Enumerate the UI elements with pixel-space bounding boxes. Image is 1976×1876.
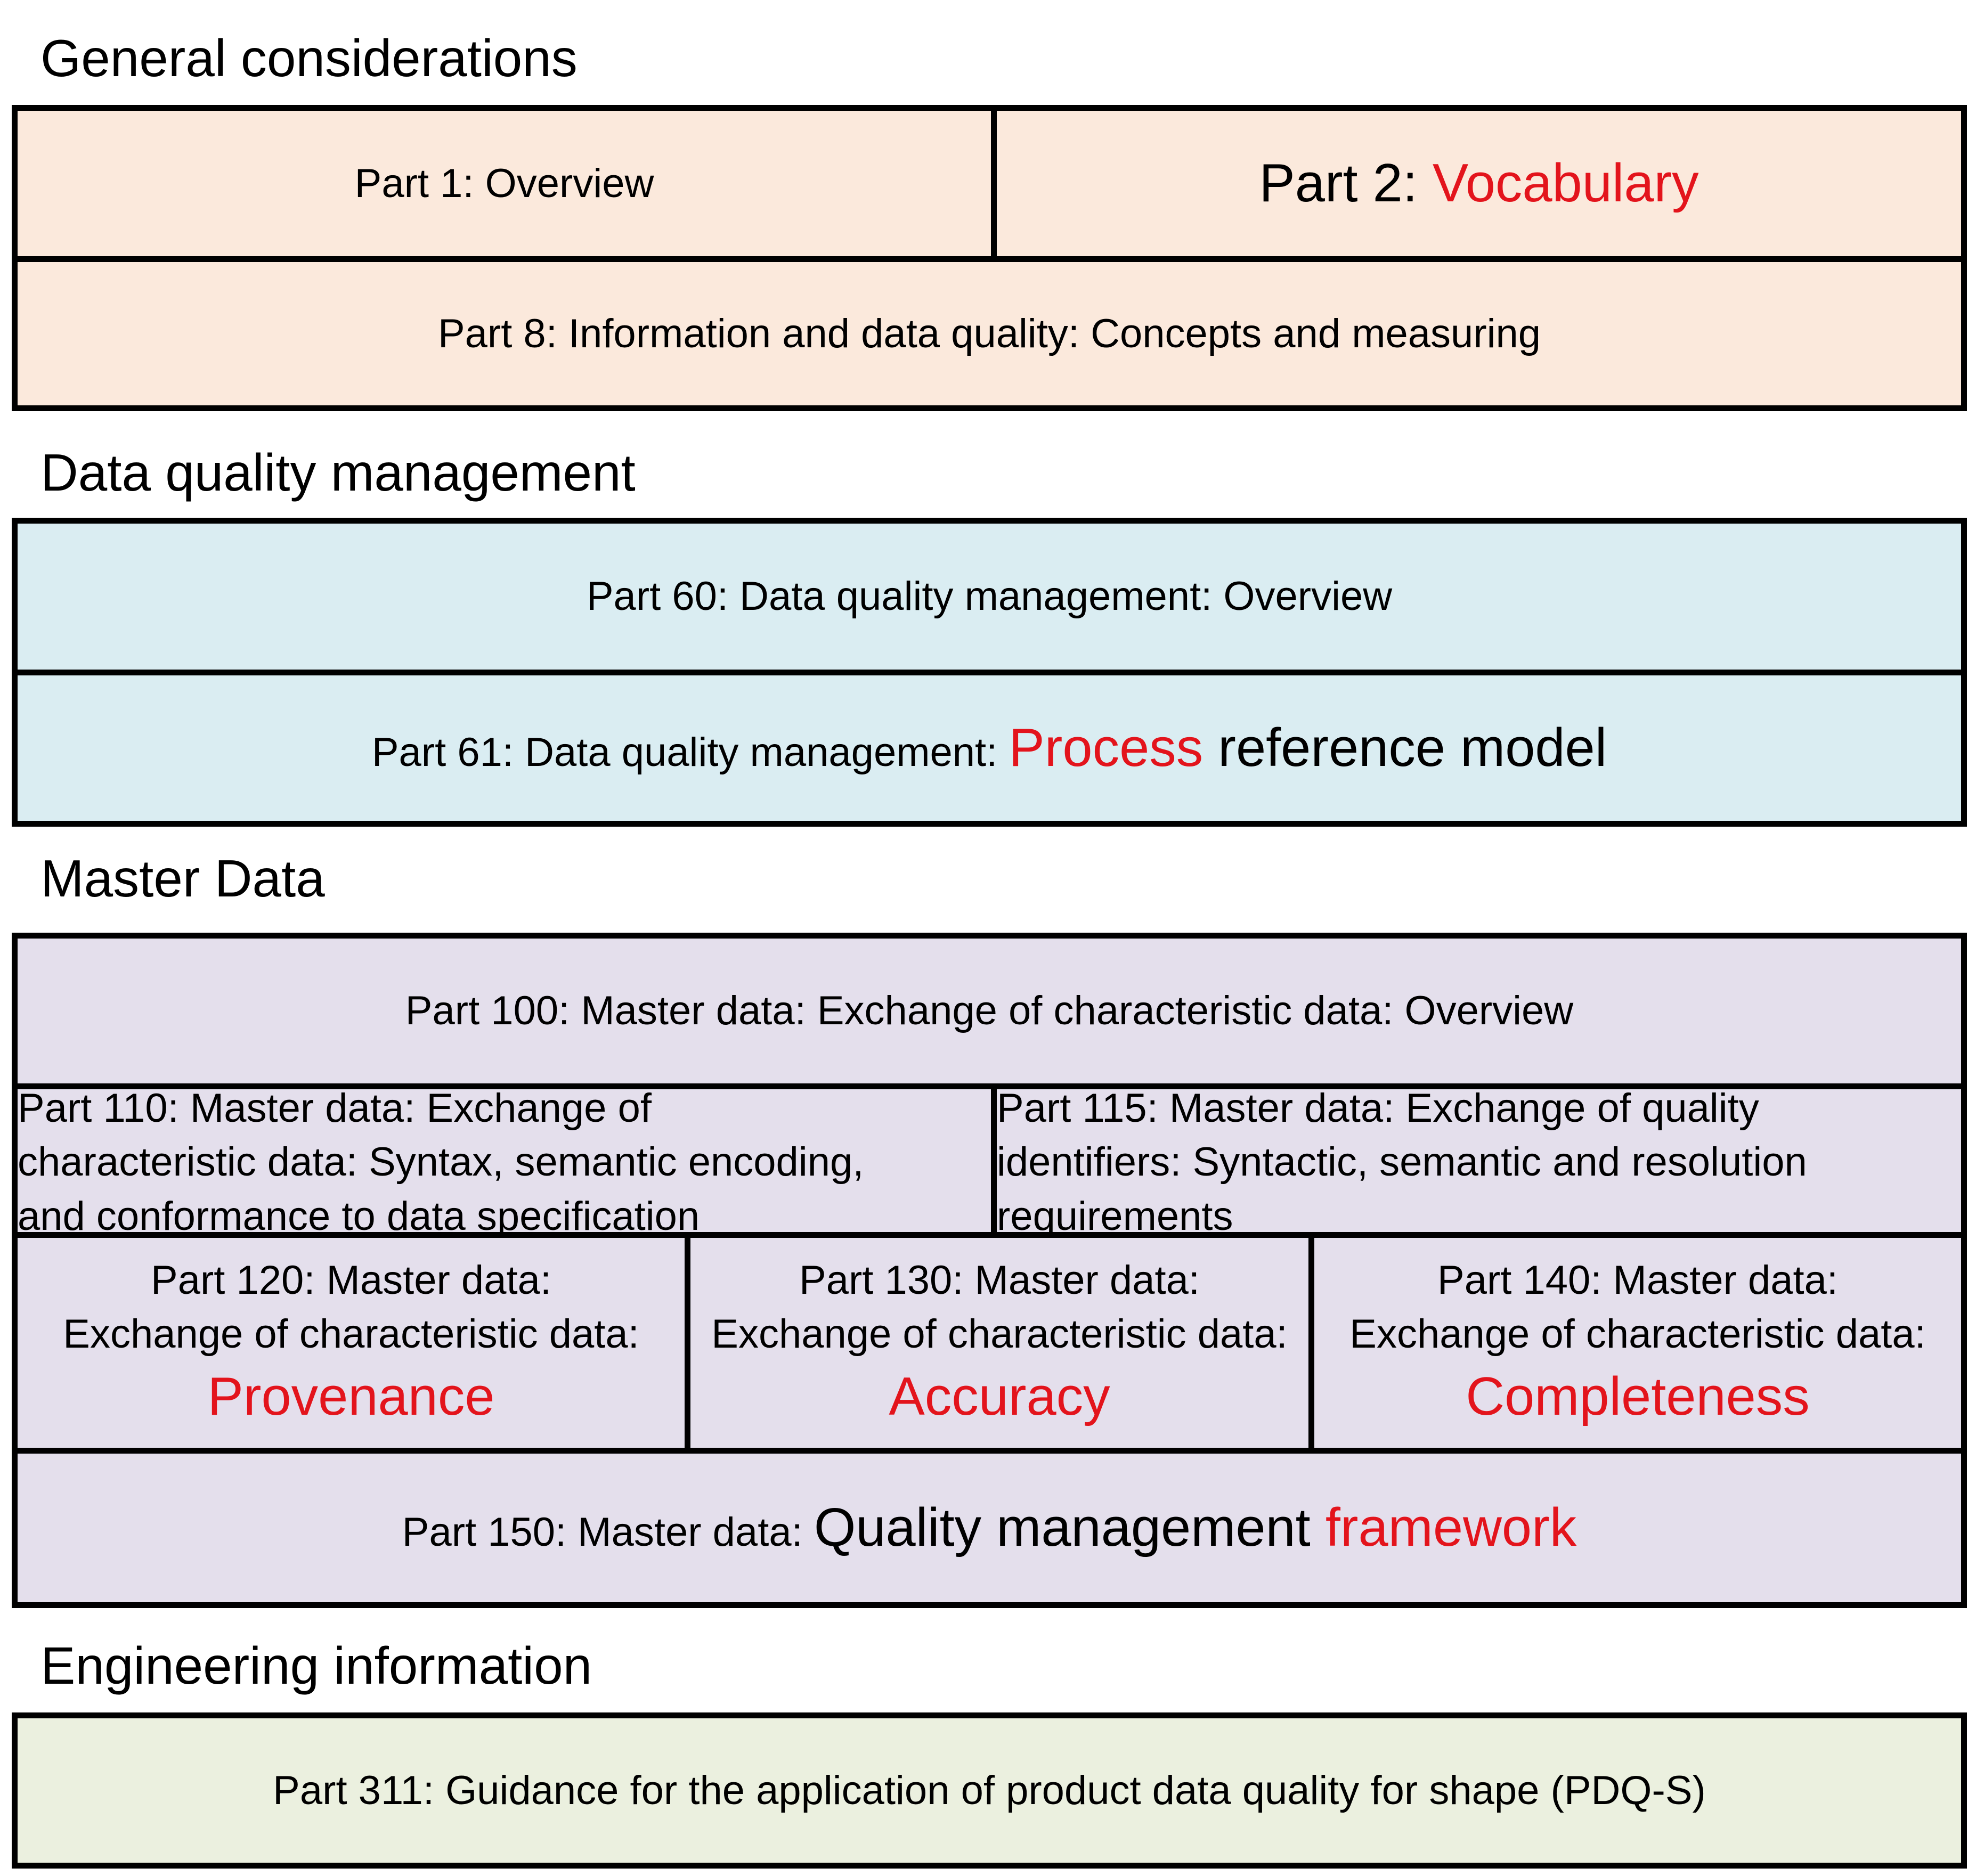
box-part-2: Part 2: Vocabulary xyxy=(991,105,1967,262)
heading-data-quality-management: Data quality management xyxy=(40,443,636,502)
box-part-8: Part 8: Information and data quality: Co… xyxy=(12,256,1967,411)
part-61-prefix: Part 61: Data quality management: xyxy=(371,730,1009,776)
part-110-line-1: Part 110: Master data: Exchange of xyxy=(18,1086,652,1131)
part-60-label: Part 60: Data quality management: Overvi… xyxy=(586,574,1393,619)
part-2-label: Part 2: Vocabulary xyxy=(1259,148,1698,219)
part-120-line-2: Exchange of characteristic data: xyxy=(63,1311,639,1357)
part-140-line-2: Exchange of characteristic data: xyxy=(1349,1311,1926,1357)
box-part-110: Part 110: Master data: Exchange of chara… xyxy=(12,1083,997,1238)
part-150-prefix: Part 150: Master data: xyxy=(402,1510,814,1555)
part-130-line-1: Part 130: Master data: xyxy=(799,1257,1200,1303)
part-115-line-3: requirements xyxy=(997,1193,1233,1238)
part-61-suffix: reference model xyxy=(1203,718,1607,778)
box-part-140: Part 140: Master data: Exchange of chara… xyxy=(1308,1232,1967,1454)
part-61-label: Part 61: Data quality management: Proces… xyxy=(372,712,1607,784)
part-140-highlight: Completeness xyxy=(1466,1366,1810,1426)
part-61-highlight: Process xyxy=(1009,718,1204,778)
part-150-label: Part 150: Master data: Quality managemen… xyxy=(402,1492,1576,1563)
part-115-line-1: Part 115: Master data: Exchange of quali… xyxy=(997,1086,1759,1131)
part-120-highlight: Provenance xyxy=(207,1366,495,1426)
part-100-label: Part 100: Master data: Exchange of chara… xyxy=(405,988,1574,1034)
box-part-311: Part 311: Guidance for the application o… xyxy=(12,1712,1967,1869)
part-150-highlight: framework xyxy=(1325,1498,1577,1558)
part-1-label: Part 1: Overview xyxy=(354,160,654,206)
part-130-line-2: Exchange of characteristic data: xyxy=(711,1311,1288,1357)
box-part-120: Part 120: Master data: Exchange of chara… xyxy=(12,1232,690,1454)
part-115-line-2: identifiers: Syntactic, semantic and res… xyxy=(997,1139,1807,1185)
box-part-130: Part 130: Master data: Exchange of chara… xyxy=(685,1232,1314,1454)
part-110-line-3: and conformance to data specification xyxy=(18,1193,700,1238)
part-140-line-1: Part 140: Master data: xyxy=(1437,1257,1838,1303)
heading-general-considerations: General considerations xyxy=(40,29,578,87)
part-110-line-2: characteristic data: Syntax, semantic en… xyxy=(18,1139,864,1185)
heading-engineering-information: Engineering information xyxy=(40,1636,592,1695)
part-8-label: Part 8: Information and data quality: Co… xyxy=(437,311,1541,356)
part-120-line-1: Part 120: Master data: xyxy=(151,1257,551,1303)
box-part-115: Part 115: Master data: Exchange of quali… xyxy=(991,1083,1967,1238)
part-2-prefix: Part 2: xyxy=(1259,153,1433,214)
box-part-100: Part 100: Master data: Exchange of chara… xyxy=(12,933,1967,1089)
heading-master-data: Master Data xyxy=(40,849,325,908)
box-part-61: Part 61: Data quality management: Proces… xyxy=(12,670,1967,827)
part-150-mid: Quality management xyxy=(814,1498,1326,1558)
part-130-highlight: Accuracy xyxy=(889,1366,1110,1426)
part-2-highlight: Vocabulary xyxy=(1432,153,1699,214)
part-311-label: Part 311: Guidance for the application o… xyxy=(273,1767,1706,1813)
box-part-150: Part 150: Master data: Quality managemen… xyxy=(12,1448,1967,1608)
box-part-60: Part 60: Data quality management: Overvi… xyxy=(12,518,1967,675)
box-part-1: Part 1: Overview xyxy=(12,105,997,262)
